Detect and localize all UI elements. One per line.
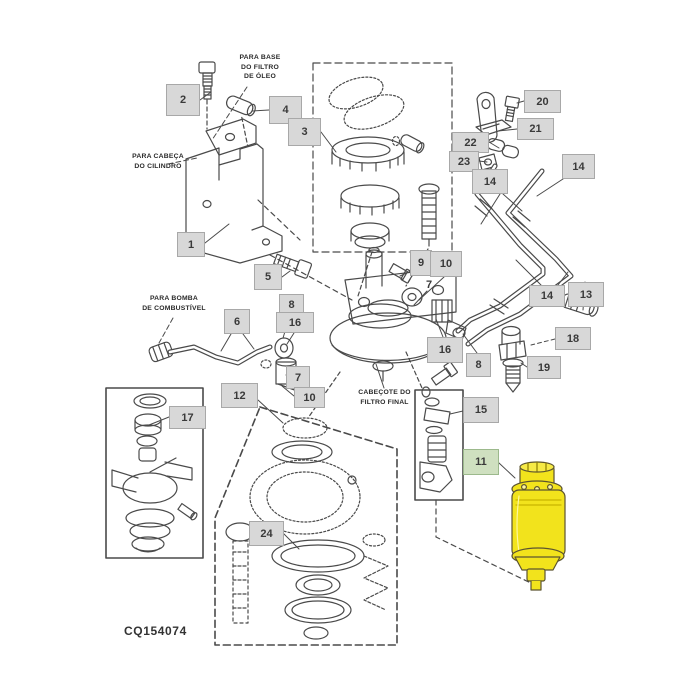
sender-18-19-drawing [498,325,527,393]
callout-18[interactable]: 18 [555,327,591,350]
valve-detail-box-15 [414,361,540,588]
callout-8b[interactable]: 8 [466,353,491,377]
fuel-filter-11-drawing [511,461,566,591]
bolt-5-drawing [273,253,313,279]
callout-1[interactable]: 1 [177,232,205,257]
callout-17[interactable]: 17 [169,406,206,429]
element-detail-box-12 [214,406,398,646]
callout-16b[interactable]: 16 [427,337,463,363]
callout-20[interactable]: 20 [524,90,561,113]
callout-12[interactable]: 12 [221,383,258,408]
leader-lines [148,86,586,550]
callout-9[interactable]: 9 [410,250,432,276]
callout-11-highlighted[interactable]: 11 [463,449,499,475]
callout-7-plain[interactable]: 7 [425,279,433,291]
callout-3[interactable]: 3 [288,118,321,146]
label-para-cabeca-cilindro: PARA CABEÇA DO CILINDRO [132,153,184,170]
callout-14a[interactable]: 14 [562,154,595,179]
callout-19[interactable]: 19 [527,356,561,379]
callout-6[interactable]: 6 [224,309,250,334]
label-para-bomba-combustivel: PARA BOMBA DE COMBUSTÍVEL [142,295,206,312]
callout-5[interactable]: 5 [254,264,282,290]
callout-2[interactable]: 2 [166,84,200,116]
callout-7[interactable]: 7 [286,366,310,389]
bracket-1-drawing [185,118,353,301]
callout-10a[interactable]: 10 [430,251,462,277]
callout-8a[interactable]: 8 [279,294,304,315]
callout-13[interactable]: 13 [568,282,604,307]
callout-10b[interactable]: 10 [294,387,325,408]
callout-21[interactable]: 21 [517,118,554,140]
label-cabecote-filtro-final: CABEÇOTE DO FILTRO FINAL [358,389,411,406]
callout-16a[interactable]: 16 [276,312,314,333]
callout-15[interactable]: 15 [463,397,499,423]
callout-14c[interactable]: 14 [529,285,565,307]
figure-code: CQ154074 [124,624,187,638]
callout-14b[interactable]: 14 [472,169,508,194]
label-para-base-filtro-oleo: PARA BASE DO FILTRO DE ÓLEO [239,54,281,81]
callout-22[interactable]: 22 [452,132,489,153]
callout-23[interactable]: 23 [449,151,479,172]
callout-24[interactable]: 24 [249,521,284,546]
fuel-lines-14-drawing [455,163,574,347]
